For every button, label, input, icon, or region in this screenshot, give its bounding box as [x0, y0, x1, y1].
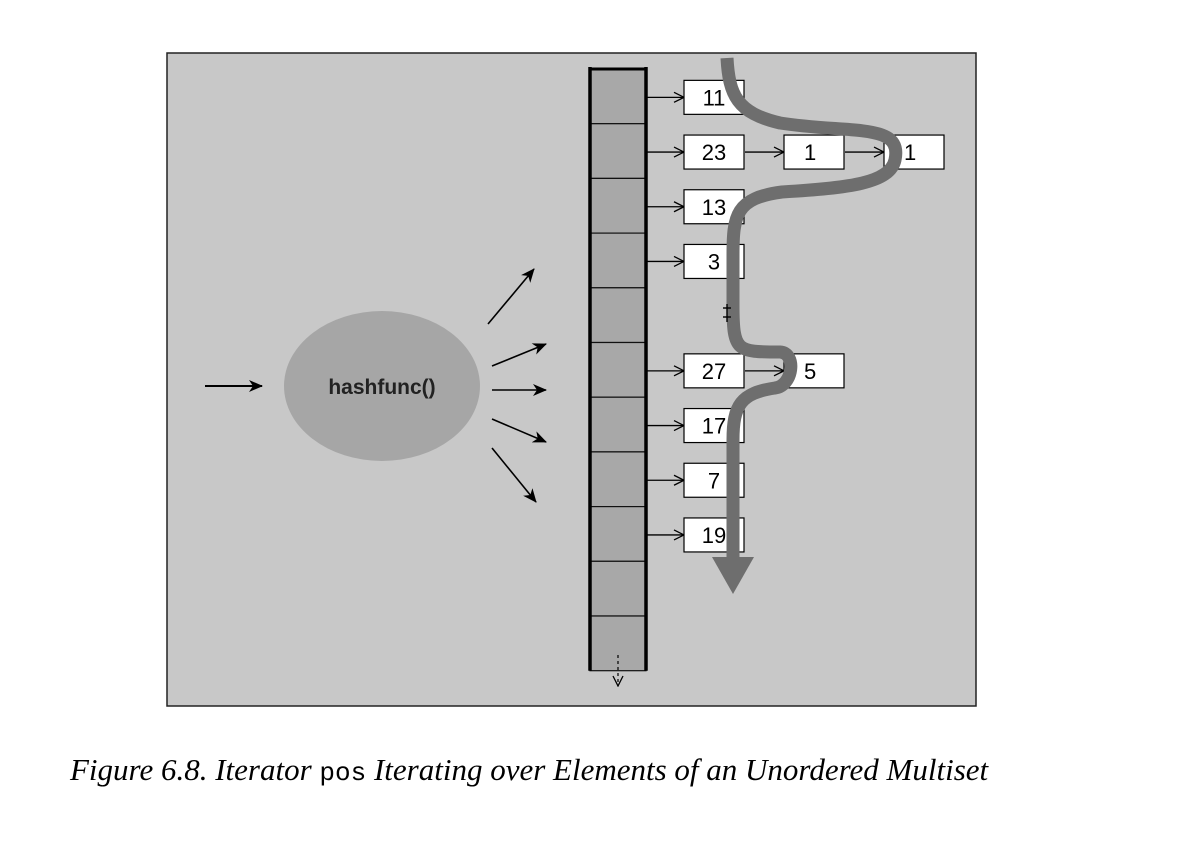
bucket-slot [589, 232, 647, 289]
hash-function: hashfunc() [284, 311, 480, 461]
chain-node-value: 11 [703, 85, 726, 110]
chain-node-value: 19 [702, 523, 726, 548]
caption-code: pos [319, 758, 367, 788]
bucket-slot [589, 287, 647, 344]
bucket-slot [589, 560, 647, 617]
output-arrow [491, 418, 547, 443]
caption-suffix: Iterating over Elements of an Unordered … [366, 752, 989, 787]
bucket-chain: 23 1 1 [647, 134, 945, 170]
iterator-path [712, 57, 903, 594]
figure-caption: Figure 6.8. Iterator pos Iterating over … [70, 752, 1190, 788]
iterator-skip-marker [723, 304, 731, 322]
hash-output-arrows [487, 268, 547, 503]
bucket-slot [589, 123, 647, 179]
chain-node-value: 1 [804, 140, 816, 165]
bucket-slot [589, 341, 647, 398]
chain-node [683, 134, 745, 170]
chain-node-value: 3 [708, 249, 720, 274]
output-arrow [491, 343, 547, 367]
output-arrow [487, 268, 535, 325]
bucket-slot [589, 177, 647, 234]
chain-node-value: 17 [702, 414, 726, 439]
bucket-slot [589, 451, 647, 508]
chain-node-value: 7 [708, 468, 720, 493]
bucket-slot [589, 506, 647, 562]
hash-function-ellipse [284, 311, 480, 461]
caption-prefix: Figure 6.8. Iterator [70, 752, 320, 787]
chain-node-value: 5 [804, 359, 816, 384]
chain-node-value: 1 [904, 140, 916, 165]
chain-node [683, 353, 745, 389]
chain-node-value: 23 [702, 140, 726, 165]
output-arrow [491, 447, 537, 503]
bucket-array [588, 67, 648, 672]
chain-node-value: 13 [702, 195, 726, 220]
hash-function-label: hashfunc() [328, 376, 435, 399]
bucket-slot [589, 68, 647, 125]
bucket-slot [589, 396, 647, 453]
iterator-arrowhead [712, 557, 754, 594]
chain-node-value: 27 [702, 359, 726, 384]
chain-node [783, 134, 845, 170]
